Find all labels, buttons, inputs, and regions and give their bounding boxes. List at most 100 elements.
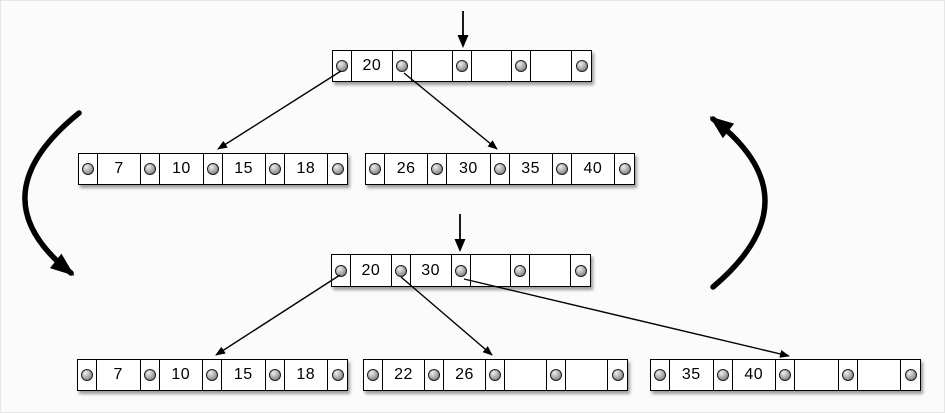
key-cell [858,360,901,390]
key-cell: 18 [285,154,328,184]
pointer-slot [364,360,383,390]
pointer-slot [572,51,591,81]
key-cell: 20 [352,51,393,81]
key-cell [471,255,512,286]
key-cell: 18 [285,360,328,390]
pointer-dot-icon [336,60,348,72]
pointer-slot [428,154,448,184]
pointer-dot-icon [268,163,281,175]
key-value: 15 [234,160,254,177]
pointer-dot-icon [515,60,528,72]
key-value: 10 [171,160,191,177]
key-value: 7 [114,160,124,177]
key-cell: 20 [351,255,392,286]
key-cell: 35 [670,360,714,390]
pointer-dot-icon [331,369,344,381]
key-cell: 10 [160,154,204,184]
pointer-slot [328,360,347,390]
pointer-slot [512,51,532,81]
pointer-dot-icon [369,163,381,175]
pointer-dot-icon [144,163,157,175]
pointer-dot-icon [841,369,854,381]
key-cell: 22 [383,360,425,390]
key-cell [566,360,608,390]
pointer-dot-icon [395,60,408,72]
key-cell [472,51,513,81]
key-value: 15 [233,366,253,383]
pointer-arrow-after-middle-child [400,276,493,356]
pointer-slot [78,360,97,390]
pointer-slot [453,51,472,81]
pointer-slot [79,154,98,184]
key-cell: 15 [223,154,266,184]
key-cell [505,360,547,390]
pointer-dot-icon [335,264,347,277]
pointer-slot [491,154,510,184]
pointer-dot-icon [654,369,666,381]
pointer-slot [511,255,531,286]
pointer-dot-icon [575,60,588,72]
pointer-dot-icon [206,369,218,381]
btree-node-before-child-left: 7 10 15 18 [78,153,348,185]
pointer-dot-icon [431,163,444,175]
pointer-arrow-after-right-child [463,278,790,358]
pointer-arrow-before-right-child [403,72,498,150]
key-value: 7 [113,366,123,383]
pointer-slot [393,51,412,81]
transition-arrow-up-icon [713,116,768,290]
pointer-dot-icon [489,369,501,381]
pointer-slot [571,255,590,286]
pointer-dot-icon [331,163,344,175]
pointer-slot [392,255,411,286]
pointer-dot-icon [367,369,379,381]
pointer-slot [486,360,505,390]
key-cell: 40 [733,360,776,390]
pointer-slot [651,360,670,390]
transition-arrow-down-icon [22,110,82,276]
pointer-dot-icon [716,369,729,381]
pointer-slot [553,154,572,184]
pointer-slot [332,255,351,286]
pointer-slot [425,360,444,390]
key-cell [795,360,839,390]
key-value: 40 [583,160,603,177]
pointer-slot [366,154,385,184]
key-cell: 26 [385,154,429,184]
key-cell: 30 [411,255,452,286]
pointer-slot [839,360,858,390]
pointer-slot [714,360,733,390]
pointer-dot-icon [611,369,624,381]
key-cell: 10 [160,360,203,390]
pointer-slot [776,360,795,390]
key-value: 30 [421,261,441,279]
pointer-slot [547,360,566,390]
key-cell: 26 [444,360,486,390]
pointer-slot [452,255,471,286]
btree-node-after-child-right: 35 40 [650,359,921,391]
pointer-slot [608,360,627,390]
key-cell: 7 [98,154,142,184]
pointer-dot-icon [779,369,791,381]
pointer-dot-icon [550,369,562,381]
key-value: 18 [296,160,316,177]
pointer-slot [328,154,347,184]
pointer-slot [141,360,160,390]
pointer-dot-icon [618,163,631,175]
btree-node-before-child-right: 26 30 35 40 [365,153,635,185]
pointer-dot-icon [143,369,156,381]
pointer-dot-icon [81,369,93,381]
pointer-dot-icon [493,163,506,175]
key-value: 26 [396,160,416,177]
btree-node-root-after: 20 30 [331,254,591,287]
key-value: 20 [362,57,382,74]
pointer-dot-icon [574,264,587,277]
key-cell [530,255,571,286]
key-cell [531,51,572,81]
key-cell: 30 [447,154,491,184]
key-value: 30 [458,160,478,177]
key-value: 22 [394,366,413,383]
pointer-dot-icon [394,264,407,277]
pointer-slot [333,51,352,81]
pointer-arrow-before-left-child [217,70,342,150]
btree-node-after-child-left: 7 10 15 18 [77,359,348,391]
